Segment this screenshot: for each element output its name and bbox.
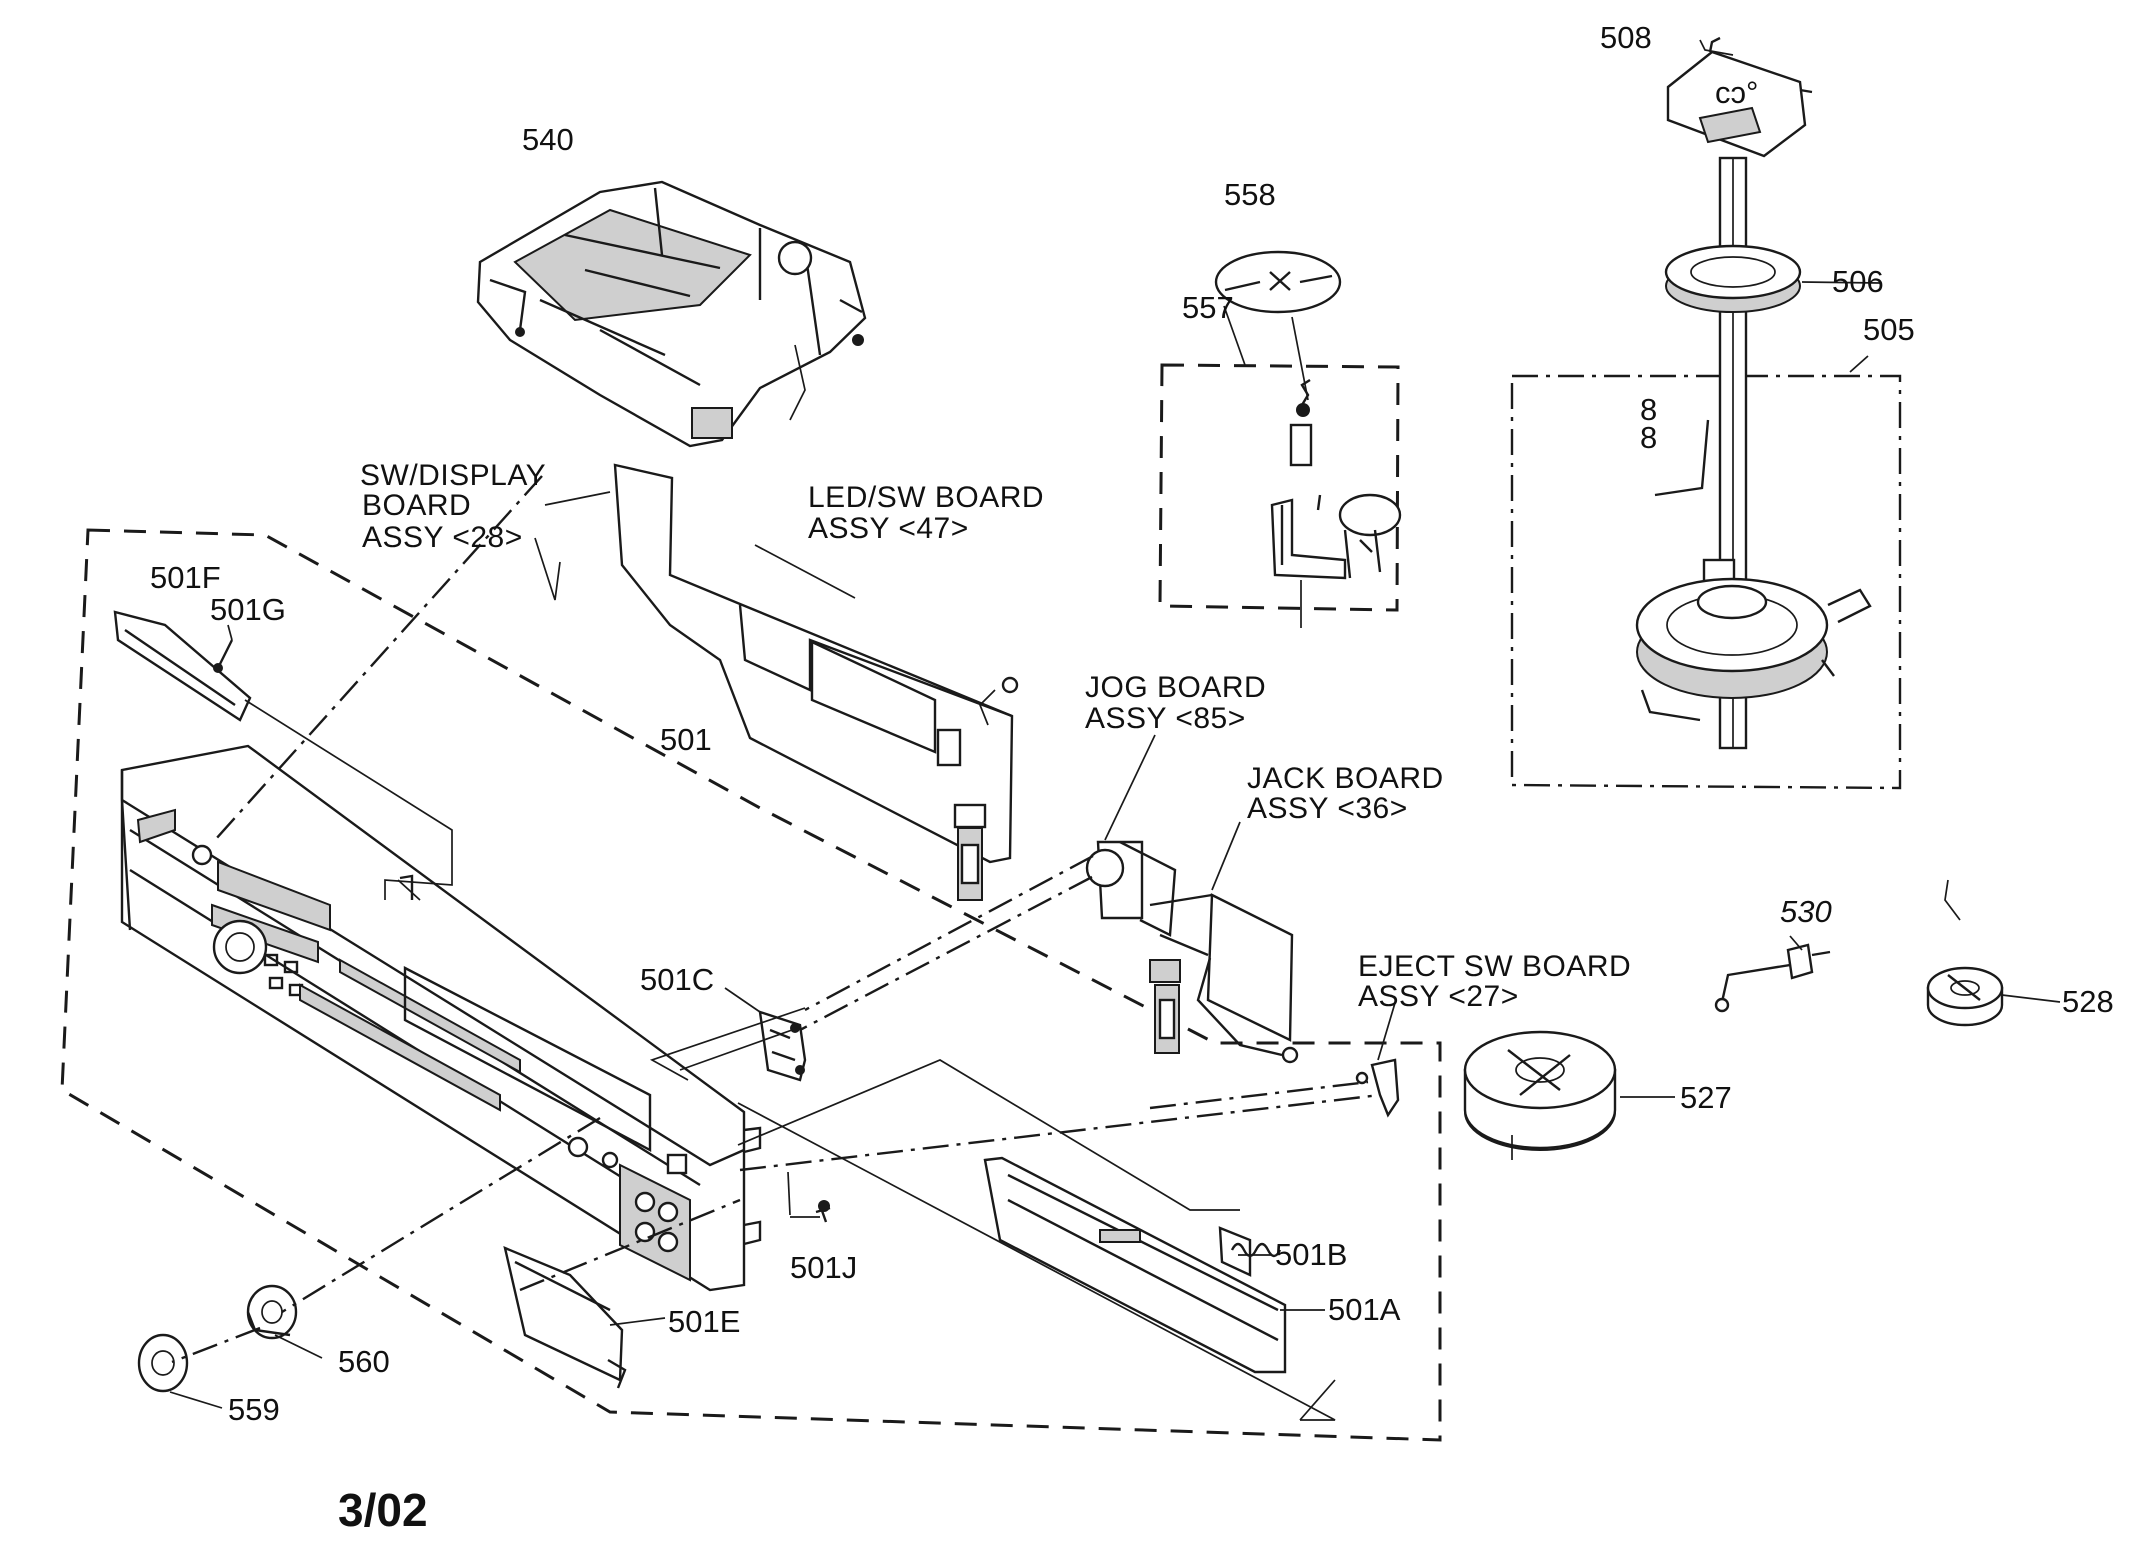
jog-board: [1085, 840, 1177, 937]
ring-506: [1664, 244, 1802, 313]
door-501E: [503, 1245, 627, 1389]
cable-530: [1714, 943, 1831, 1013]
bracket-501C: [758, 1010, 807, 1082]
part-label-505: 505: [1863, 312, 1915, 347]
svg-text:8: 8: [1640, 420, 1657, 455]
svg-text:cɔ°: cɔ°: [1715, 75, 1758, 110]
front-panel-501: [120, 744, 762, 1292]
disc-558: [1214, 250, 1342, 314]
svg-text:8: 8: [1640, 392, 1657, 427]
part-label-530: 530: [1780, 894, 1832, 929]
sw-display-board: [613, 463, 1019, 901]
assy-label-jack-line2: ASSY <36>: [1247, 792, 1408, 825]
group-505-boundary: [1510, 374, 1902, 790]
assy-label-jog-line2: ASSY <85>: [1085, 702, 1246, 735]
bracket-501F: [113, 610, 252, 722]
knob-559: [137, 1333, 189, 1393]
part-label-501C: 501C: [640, 962, 714, 997]
part-label-508: 508: [1600, 20, 1652, 55]
part-label-557: 557: [1182, 290, 1234, 325]
clutch-505: 8 8: [1635, 392, 1872, 722]
assy-label-sw-display-line3: ASSY <28>: [362, 521, 523, 554]
part-label-527: 527: [1680, 1080, 1732, 1115]
mechanism-chassis-540: [476, 180, 867, 448]
part-label-501: 501: [660, 722, 712, 757]
part-label-501B: 501B: [1275, 1237, 1347, 1272]
assy-label-sw-display-line2: BOARD: [362, 489, 471, 522]
gear-528: [1926, 966, 2004, 1027]
front-panel-group-boundary: [60, 528, 1442, 1442]
revision-date: 3/02: [338, 1484, 428, 1536]
assy-label-led-sw-line2: ASSY <47>: [808, 512, 969, 545]
assy-label-jack-line1: JACK BOARD: [1247, 762, 1444, 795]
part-label-560: 560: [338, 1344, 390, 1379]
gear-assembly-557: [1270, 378, 1402, 628]
eject-sw-board: [1355, 1058, 1400, 1118]
assy-label-jog-line1: JOG BOARD: [1085, 671, 1266, 704]
part-label-501J: 501J: [790, 1250, 857, 1285]
pulley-527: [1463, 1030, 1617, 1160]
part-label-501A: 501A: [1328, 1292, 1401, 1327]
part-label-559: 559: [228, 1392, 280, 1427]
part-label-501E: 501E: [668, 1304, 740, 1339]
part-label-501G: 501G: [210, 592, 286, 627]
part-label-540: 540: [522, 122, 574, 157]
leader-lines: [169, 39, 2061, 1409]
jack-board: [1149, 893, 1299, 1064]
assy-label-eject-line2: ASSY <27>: [1358, 980, 1519, 1013]
screw-501J: [815, 1200, 831, 1223]
assy-label-led-sw-line1: LED/SW BOARD: [808, 481, 1044, 514]
assy-label-sw-display-line1: SW/DISPLAY: [360, 459, 546, 492]
part-label-501F: 501F: [150, 560, 221, 595]
part-label-558: 558: [1224, 177, 1276, 212]
assy-label-eject-line1: EJECT SW BOARD: [1358, 950, 1631, 983]
part-label-528: 528: [2062, 984, 2114, 1019]
group-557-boundary: [1158, 363, 1400, 612]
part-label-506: 506: [1832, 264, 1884, 299]
bracket-508: cɔ°: [1666, 36, 1813, 158]
door-501A: [983, 1156, 1287, 1374]
assembly-axes: [171, 475, 1381, 1421]
